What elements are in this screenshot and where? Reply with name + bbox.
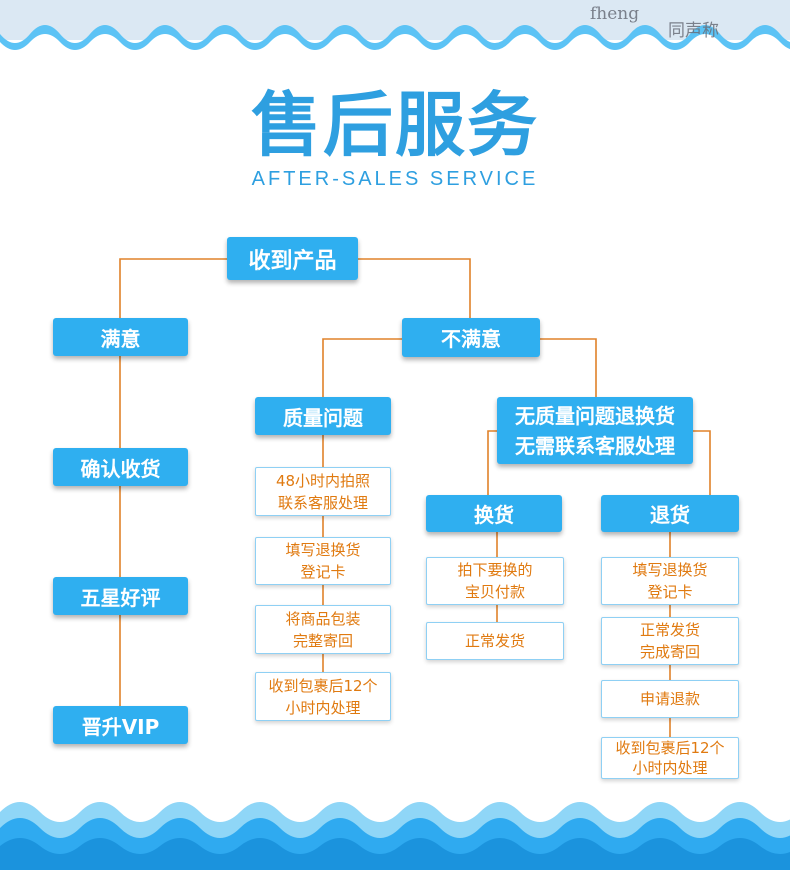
return-node: 退货 [601, 495, 739, 532]
upgrade-vip-node: 晋升VIP [53, 706, 188, 744]
quality-step-2: 填写退换货 登记卡 [255, 537, 391, 585]
bottom-wave-decoration [0, 790, 790, 870]
quality-step-4: 收到包裹后12个 小时内处理 [255, 672, 391, 721]
return-step-4: 收到包裹后12个 小时内处理 [601, 737, 739, 779]
exchange-node: 换货 [426, 495, 562, 532]
quality-issue-node: 质量问题 [255, 397, 391, 435]
no-quality-issue-node: 无质量问题退换货 无需联系客服处理 [497, 397, 693, 464]
return-step-2: 正常发货 完成寄回 [601, 617, 739, 665]
quality-step-1: 48小时内拍照 联系客服处理 [255, 467, 391, 516]
received-product-node: 收到产品 [227, 237, 358, 280]
return-step-3: 申请退款 [601, 680, 739, 718]
return-step-1: 填写退换货 登记卡 [601, 557, 739, 605]
exchange-step-1: 拍下要换的 宝贝付款 [426, 557, 564, 605]
exchange-step-2: 正常发货 [426, 622, 564, 660]
quality-step-3: 将商品包装 完整寄回 [255, 605, 391, 654]
satisfied-node: 满意 [53, 318, 188, 356]
unsatisfied-node: 不满意 [402, 318, 540, 357]
confirm-receipt-node: 确认收货 [53, 448, 188, 486]
five-star-review-node: 五星好评 [53, 577, 188, 615]
